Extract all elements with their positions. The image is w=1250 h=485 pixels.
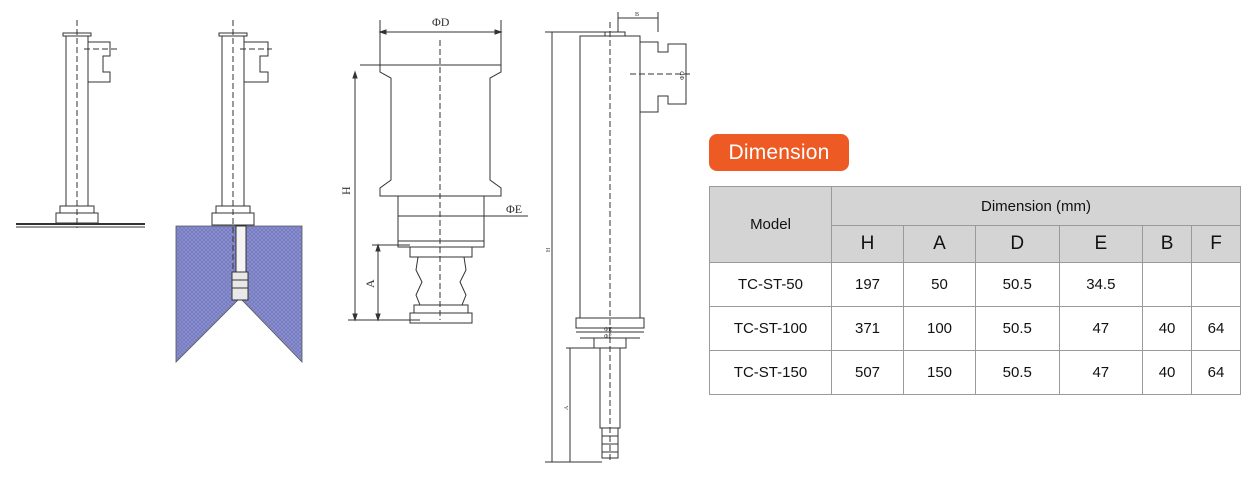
table-row: TC-ST-100 371 100 50.5 47 40 64 [709, 306, 1241, 351]
label-d-small: ΦD [680, 71, 686, 80]
drawing-sensor-body [348, 20, 528, 324]
label-a: A [363, 279, 377, 288]
technical-drawings: ΦD ΦE H A B ΦD ΦE ΦF H A [16, 12, 690, 463]
dimension-group-header: Dimension (mm) [831, 186, 1241, 226]
cell-f: 64 [1191, 350, 1241, 395]
cell-d: 50.5 [975, 306, 1060, 351]
cell-a: 100 [903, 306, 976, 351]
table-header-row: Model Dimension (mm) [709, 186, 1241, 263]
model-cell: TC-ST-150 [709, 350, 832, 395]
column-header-b: B [1142, 225, 1193, 263]
label-h-small: H [546, 247, 552, 252]
model-cell: TC-ST-50 [709, 262, 832, 307]
model-cell: TC-ST-100 [709, 306, 832, 351]
label-e-small: ΦE [604, 327, 612, 333]
cell-h: 197 [831, 262, 904, 307]
cell-b [1142, 262, 1193, 307]
cell-a: 150 [903, 350, 976, 395]
cell-e: 47 [1058, 350, 1144, 395]
column-header-e: E [1058, 225, 1144, 263]
label-phi-e: ΦE [506, 202, 522, 216]
drawing-ground-insert [175, 20, 303, 363]
cell-d: 50.5 [975, 350, 1060, 395]
cell-a: 50 [903, 262, 976, 307]
column-header-a: A [903, 225, 976, 263]
cell-f [1191, 262, 1241, 307]
column-header-d: D [975, 225, 1060, 263]
column-header-h: H [831, 225, 904, 263]
label-b-small: B [635, 12, 639, 18]
column-header-f: F [1191, 225, 1241, 263]
cell-e: 47 [1058, 306, 1144, 351]
cell-b: 40 [1142, 306, 1193, 351]
dimension-table: Model Dimension (mm) H A D E B F TC-ST-5… [709, 186, 1241, 395]
label-h: H [339, 186, 353, 195]
cell-h: 507 [831, 350, 904, 395]
label-phi-d: ΦD [432, 15, 450, 29]
label-f-small: ΦF [604, 334, 612, 340]
cell-b: 40 [1142, 350, 1193, 395]
cell-d: 50.5 [975, 262, 1060, 307]
cell-h: 371 [831, 306, 904, 351]
table-row: TC-ST-50 197 50 50.5 34.5 [709, 262, 1241, 307]
model-header: Model [709, 186, 832, 263]
drawing-surface-mount [16, 20, 145, 228]
cell-f: 64 [1191, 306, 1241, 351]
label-a-small: A [564, 405, 570, 410]
drawing-long-probe [545, 12, 690, 463]
table-row: TC-ST-150 507 150 50.5 47 40 64 [709, 350, 1241, 395]
table-subheader-row: H A D E B F [710, 225, 1241, 263]
cell-e: 34.5 [1058, 262, 1144, 307]
dimension-badge: Dimension [709, 134, 849, 171]
